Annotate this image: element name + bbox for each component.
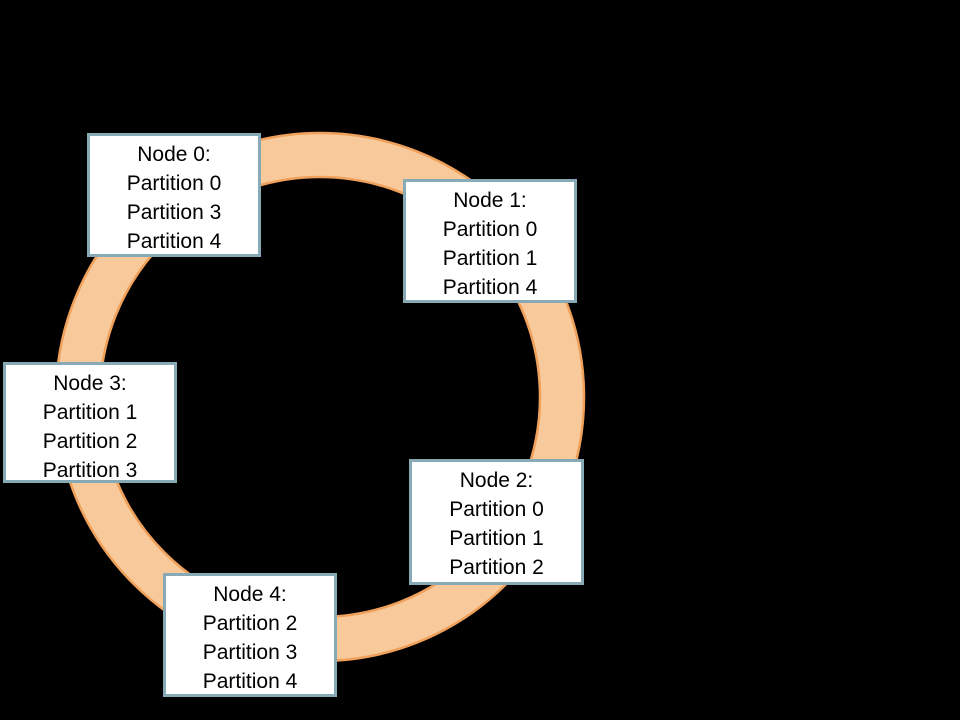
- node-3-partition: Partition 3: [42, 459, 138, 482]
- node-2-box: Node 2: Partition 0 Partition 1 Partitio…: [409, 459, 584, 585]
- node-0-partition: Partition 4: [126, 230, 222, 253]
- node-1-title: Node 1:: [453, 189, 527, 212]
- node-1-box: Node 1: Partition 0 Partition 1 Partitio…: [403, 179, 577, 303]
- node-3-box: Node 3: Partition 1 Partition 2 Partitio…: [3, 362, 177, 483]
- node-4-box: Node 4: Partition 2 Partition 3 Partitio…: [163, 573, 337, 697]
- node-2-partition: Partition 0: [449, 498, 544, 521]
- node-2-partition: Partition 2: [449, 556, 544, 579]
- node-4-title: Node 4:: [213, 583, 287, 606]
- node-1-partition: Partition 1: [442, 247, 538, 270]
- node-1-partition: Partition 4: [442, 276, 538, 299]
- node-4-partition: Partition 2: [202, 612, 298, 635]
- node-0-box: Node 0: Partition 0 Partition 3 Partitio…: [87, 133, 261, 257]
- node-3-partition: Partition 1: [42, 401, 138, 424]
- node-3-title: Node 3:: [53, 372, 127, 395]
- node-4-partition: Partition 4: [202, 670, 298, 693]
- node-1-partition: Partition 0: [442, 218, 538, 241]
- node-2-partition: Partition 1: [449, 527, 544, 550]
- node-0-partition: Partition 3: [126, 201, 222, 224]
- node-0-title: Node 0:: [137, 143, 211, 166]
- node-3-partition: Partition 2: [42, 430, 138, 453]
- node-2-title: Node 2:: [459, 469, 534, 492]
- node-0-partition: Partition 0: [126, 172, 222, 195]
- node-4-partition: Partition 3: [202, 641, 298, 664]
